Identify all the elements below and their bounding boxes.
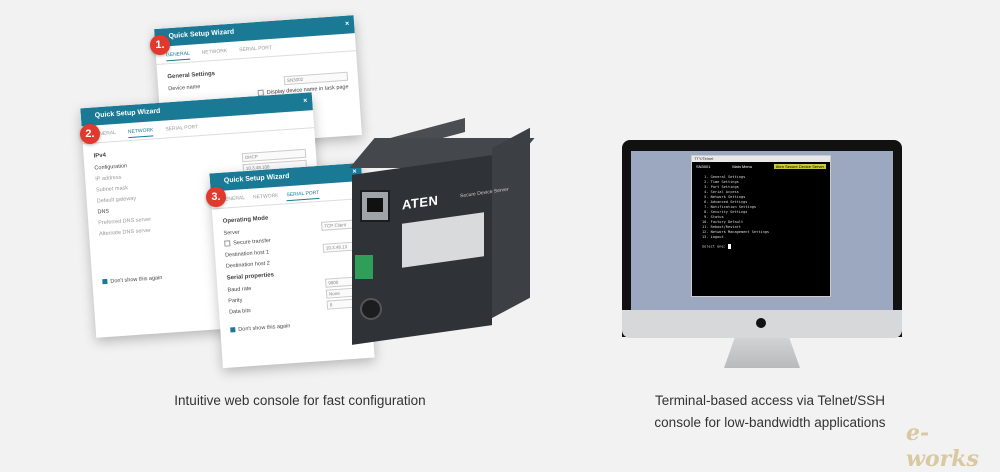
dont-show-checkbox[interactable]: Don't show this again xyxy=(230,318,362,333)
terminal-menu-item[interactable]: 1. General Settings xyxy=(702,175,746,179)
caption-right: Terminal-based access via Telnet/SSH con… xyxy=(600,390,940,434)
terminal-menu-item[interactable]: 13. Logout xyxy=(702,235,724,239)
secure-label: Secure transfer xyxy=(233,238,272,247)
terminal-host: SN3001 xyxy=(696,164,711,169)
tab-serial-port[interactable]: SERIAL PORT xyxy=(286,189,320,202)
monitor-stand xyxy=(724,338,800,368)
tab-network[interactable]: NETWORK xyxy=(252,192,279,201)
dest2-label: Destination host 2 xyxy=(225,260,271,270)
server-label: Server xyxy=(223,229,240,237)
terminal-menu-item[interactable]: 12. Network Management Settings xyxy=(702,230,770,234)
power-jack xyxy=(360,298,382,320)
wizard-title: Quick Setup Wizard xyxy=(168,28,235,41)
gateway-label: Default gateway xyxy=(96,195,137,204)
ethernet-port xyxy=(360,190,390,222)
serial-terminal-block xyxy=(355,255,373,279)
dest1-label: Destination host 1 xyxy=(224,249,270,259)
tab-general[interactable]: GENERAL xyxy=(165,50,191,62)
caption-right-line1: Terminal-based access via Telnet/SSH xyxy=(654,393,886,408)
baud-label: Baud rate xyxy=(227,285,252,294)
parity-label: Parity xyxy=(228,297,243,305)
checkbox-icon xyxy=(230,327,236,333)
ip-label: IP address xyxy=(95,174,122,182)
terminal-menu-item[interactable]: 8. Security Settings xyxy=(702,210,748,214)
tab-serial-port[interactable]: SERIAL PORT xyxy=(238,44,273,54)
checkbox-icon xyxy=(102,278,108,285)
close-icon[interactable]: × xyxy=(344,20,350,28)
terminal-menu-item[interactable]: 7. Notification Settings xyxy=(702,205,757,209)
terminal-menu-item[interactable]: 6. Advanced Settings xyxy=(702,200,748,204)
terminal-menu-item[interactable]: 9. Status xyxy=(702,215,724,219)
terminal-prompt: Select one: xyxy=(702,244,728,249)
terminal-titlebar: TTY/Telnet xyxy=(692,156,830,162)
device-side xyxy=(492,127,530,318)
eworks-watermark: e-works xyxy=(906,420,979,472)
terminal-window: TTY/Telnet SN3001 Main Menu Aten Secure … xyxy=(691,155,831,297)
terminal-menu-item[interactable]: 10. Factory Default xyxy=(702,220,744,224)
step-badge-3: 3. xyxy=(206,187,226,207)
terminal-menu-title: Main Menu xyxy=(732,164,752,169)
step-badge-1: 1. xyxy=(150,35,170,55)
device-name-label: Device name xyxy=(168,83,201,92)
caption-right-line2: console for low-bandwidth applications xyxy=(654,415,886,430)
terminal-selected-title: Aten Secure Device Server xyxy=(773,164,826,169)
terminal-menu: 1. General Settings 2. Time Settings 3. … xyxy=(692,171,830,254)
terminal-menu-item[interactable]: 5. Network Settings xyxy=(702,195,746,199)
terminal-menu-item[interactable]: 3. Port Settings xyxy=(702,185,739,189)
dns-label: DNS xyxy=(97,208,110,215)
wizard-window-serial: Quick Setup Wizard × GENERAL NETWORK SER… xyxy=(209,162,375,369)
wizard-title: Quick Setup Wizard xyxy=(223,172,290,185)
dont-show-label: Don't show this again xyxy=(110,275,163,285)
caption-left: Intuitive web console for fast configura… xyxy=(174,393,426,408)
tab-network[interactable]: NETWORK xyxy=(127,127,154,139)
config-label: Configuration xyxy=(94,162,128,172)
step-badge-2: 2. xyxy=(80,124,100,144)
terminal-header: SN3001 Main Menu Aten Secure Device Serv… xyxy=(692,162,830,171)
terminal-menu-item[interactable]: 11. Reboot/Restart xyxy=(702,225,741,229)
cursor-icon xyxy=(727,244,731,249)
databits-label: Data bits xyxy=(228,307,251,315)
tab-serial-port[interactable]: SERIAL PORT xyxy=(165,124,199,133)
dont-show-label: Don't show this again xyxy=(238,323,291,333)
tab-network[interactable]: NETWORK xyxy=(201,48,228,56)
ethernet-port-hole xyxy=(367,198,383,212)
subnet-label: Subnet mask xyxy=(95,184,129,193)
alt-dns-label: Alternate DNS server xyxy=(98,227,152,237)
checkbox-icon xyxy=(224,240,231,247)
wizard-title: Quick Setup Wizard xyxy=(94,107,161,120)
close-icon[interactable]: × xyxy=(302,97,308,105)
terminal-prompt-line[interactable]: Select one: xyxy=(702,244,820,250)
terminal-menu-item[interactable]: 2. Time Settings xyxy=(702,180,739,184)
monitor-logo-dot xyxy=(756,318,766,328)
terminal-menu-item[interactable]: 4. Serial Access xyxy=(702,190,739,194)
